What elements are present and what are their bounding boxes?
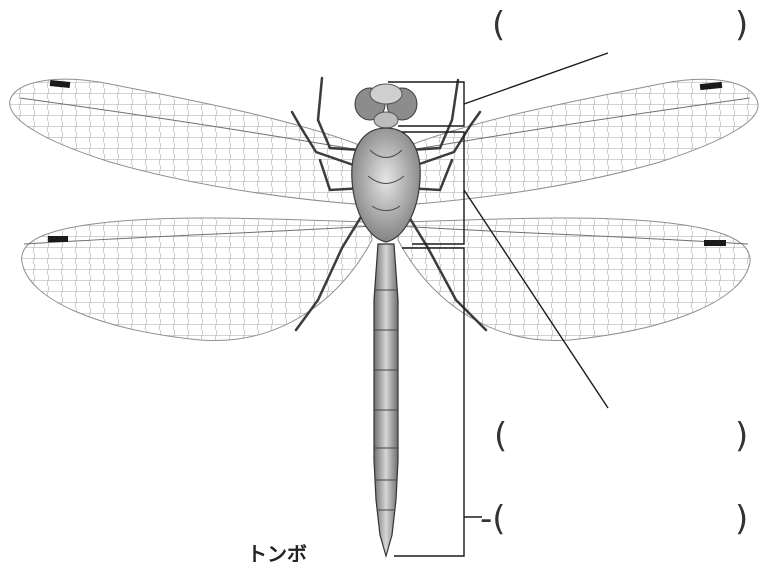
pterostigma-left-hindwing [48,236,68,242]
thorax-blank-close-paren: ) [735,419,748,453]
right-hindwing [398,218,750,341]
abdomen [374,244,398,556]
right-forewing [398,79,758,205]
left-forewing [10,79,372,205]
head-blank-open-paren: ( [492,8,505,42]
head-leader-line [464,53,608,104]
thorax-blank-open-paren: ( [494,419,507,453]
left-hindwing [22,218,372,341]
head-blank-close-paren: ) [735,8,748,42]
pterostigma-right-hindwing [704,240,726,246]
abdomen-blank-close-paren: ) [735,502,748,536]
head [355,84,417,128]
diagram-caption: トンボ [247,538,307,562]
abdomen-blank-open-paren: -( [480,502,506,536]
